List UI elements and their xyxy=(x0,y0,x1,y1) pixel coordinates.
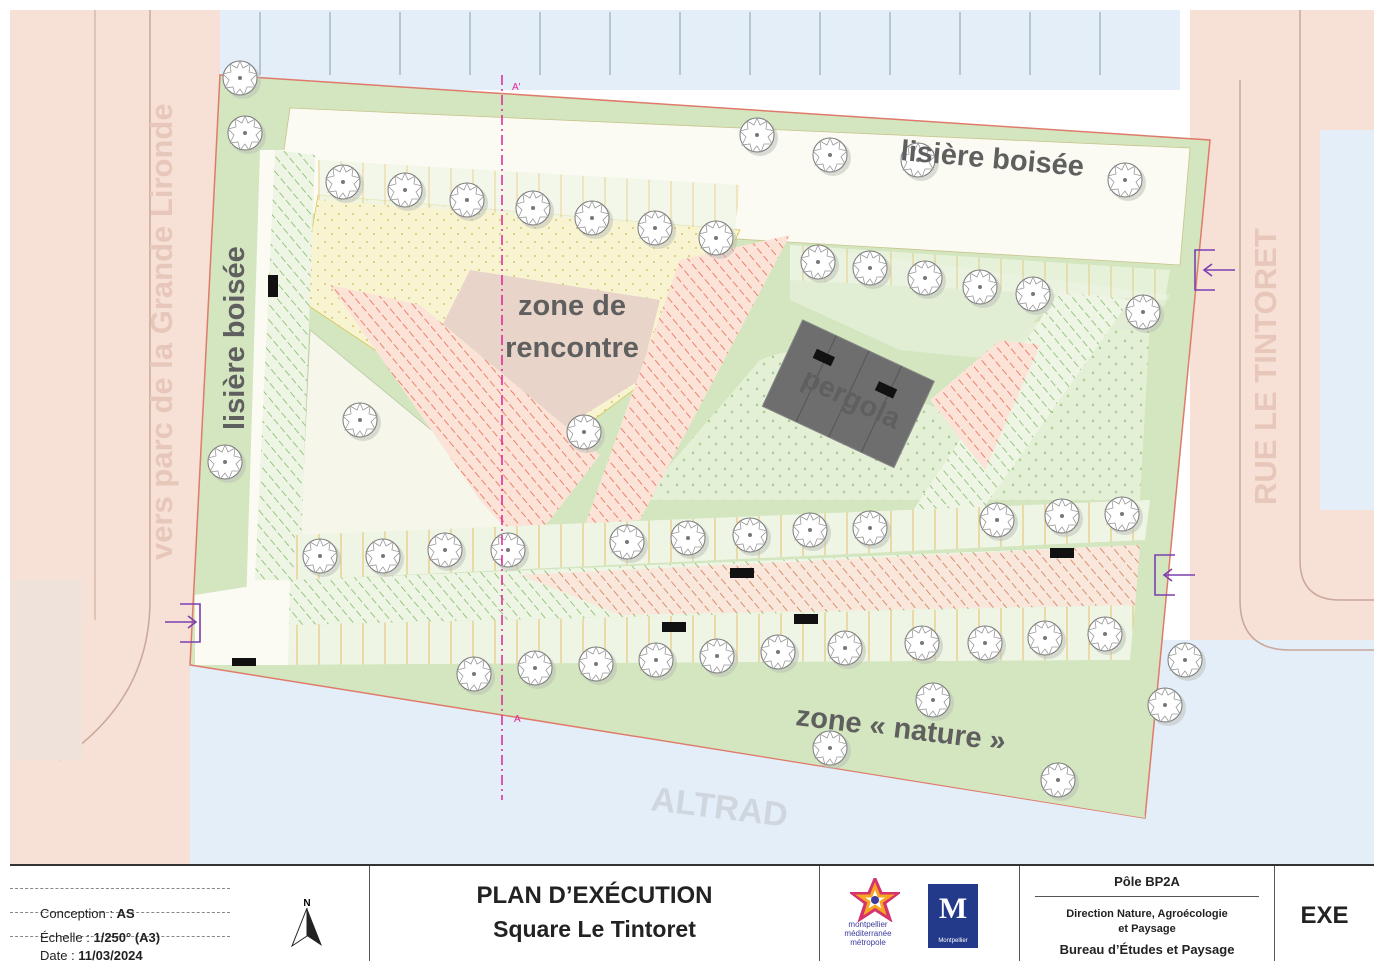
metropole-text-1: montpellier xyxy=(848,920,888,929)
metropole-logo-icon xyxy=(850,878,900,922)
montpellier-logo-icon: M Montpellier xyxy=(928,884,978,948)
title-cell: PLAN D’EXÉCUTION Square Le Tintoret xyxy=(370,866,820,961)
conception-label: Conception : xyxy=(40,906,117,921)
direction-line-2: et Paysage xyxy=(1118,923,1176,935)
label-right-street: RUE LE TINTORET xyxy=(1248,228,1283,505)
pergola-structure xyxy=(761,319,935,469)
echelle-line: Échelle : 1/250° (A3) xyxy=(40,930,160,945)
metropole-text-2: méditerranée xyxy=(844,929,892,938)
phase-cell: EXE xyxy=(1275,866,1374,961)
access-arrows xyxy=(165,249,1235,643)
title-block: Conception : AS Échelle : 1/250° (A3) Da… xyxy=(10,864,1374,963)
echelle-value: 1/250° (A3) xyxy=(93,930,161,945)
conception-value: AS xyxy=(116,906,135,921)
north-arrow-icon: N xyxy=(290,898,322,948)
label-rencontre-2: rencontre xyxy=(505,332,639,364)
phase-label: EXE xyxy=(1300,902,1349,929)
date-line: Date : 11/03/2024 xyxy=(40,948,143,963)
path-green-diagonal-2 xyxy=(900,290,1130,530)
meta-cell: Conception : AS Échelle : 1/250° (A3) Da… xyxy=(10,866,370,963)
right-building xyxy=(1320,130,1374,510)
path-red-diagonal xyxy=(330,285,600,545)
plan-subtitle: Square Le Tintoret xyxy=(493,916,696,942)
nature-zone-area xyxy=(200,660,1145,818)
date-value: 11/03/2024 xyxy=(78,948,143,963)
metropole-logo-text: montpellier méditerranée métropole xyxy=(828,920,908,947)
logos-cell: montpellier méditerranée métropole M Mon… xyxy=(820,866,1020,961)
direction-cell: Pôle BP2A Direction Nature, Agroécologie… xyxy=(1020,866,1275,961)
label-lisiere-left: lisière boisée xyxy=(219,246,251,430)
plan-title: PLAN D’EXÉCUTION xyxy=(476,882,713,909)
montpellier-logo-text: Montpellier xyxy=(938,938,968,944)
section-mark-bottom: A xyxy=(514,714,521,725)
benches xyxy=(232,275,1074,666)
bottom-building xyxy=(190,665,1374,864)
echelle-label: Échelle : xyxy=(40,930,94,945)
bureau-name: Bureau d’Études et Paysage xyxy=(1059,942,1235,957)
pole-name: Pôle BP2A xyxy=(1114,874,1180,889)
label-left-street: vers parc de la Grande Lironde xyxy=(144,103,179,560)
montpellier-logo-letter: M xyxy=(938,892,968,925)
north-label: N xyxy=(303,898,310,909)
metropole-text-3: métropole xyxy=(850,938,886,947)
direction-line-1: Direction Nature, Agroécologie xyxy=(1066,908,1228,920)
date-label: Date : xyxy=(40,948,79,963)
path-green-diagonal-1 xyxy=(585,235,790,525)
conception-line: Conception : AS xyxy=(40,906,135,921)
section-mark-top: A' xyxy=(512,82,521,93)
label-rencontre-1: zone de xyxy=(518,290,626,322)
site-plan: A' A lisière boisée lisière boisée zone … xyxy=(10,10,1374,864)
top-building xyxy=(220,10,1180,90)
